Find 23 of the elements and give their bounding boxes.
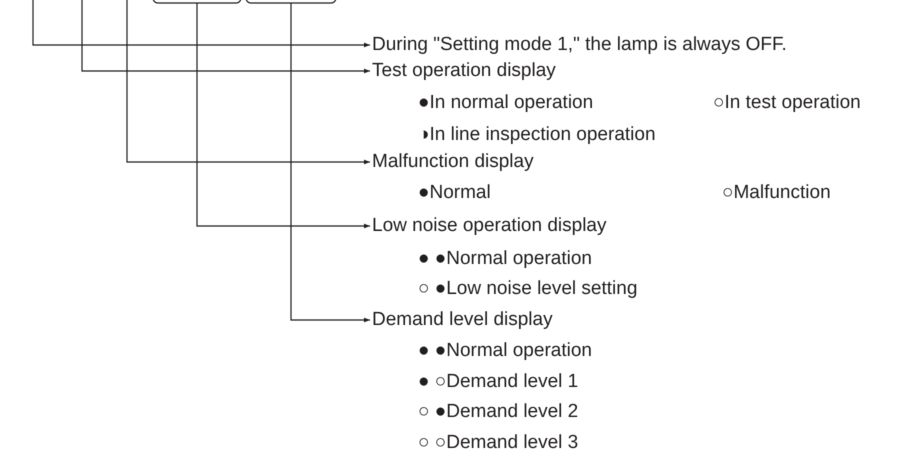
lamp-state-text: ●Normal	[418, 182, 491, 204]
display-heading: During "Setting mode 1," the lamp is always OFF.	[372, 34, 787, 56]
lamp-state-text: ○ ●Demand level 2	[418, 401, 578, 423]
lamp-state-text: ● ●Normal operation	[418, 340, 592, 362]
lamp-state-text: ○ ●Low noise level setting	[418, 278, 638, 300]
leader-line	[126, 0, 370, 164]
display-heading: Malfunction display	[372, 151, 534, 173]
lamp-state-text: ○ ○Demand level 3	[418, 432, 578, 454]
lamp-state-text: ● ○Demand level 1	[418, 371, 578, 393]
display-heading: Low noise operation display	[372, 215, 606, 237]
leader-line	[81, 0, 370, 74]
lamp-state-text: ● ●Normal operation	[418, 248, 592, 270]
lamp-state-text: ◑In line inspection operation	[418, 124, 656, 146]
lamp-state-text: ●In normal operation	[418, 92, 594, 114]
lamp-state-text: ○In test operation	[713, 92, 861, 114]
indicator-lamp-box	[245, 0, 337, 4]
leader-line	[196, 3, 370, 228]
leader-line	[32, 0, 370, 48]
lamp-state-text: ○Malfunction	[722, 182, 831, 204]
display-heading: Test operation display	[372, 60, 556, 82]
leader-line	[290, 3, 370, 322]
display-heading: Demand level display	[372, 309, 553, 331]
indicator-lamp-box	[152, 0, 242, 4]
